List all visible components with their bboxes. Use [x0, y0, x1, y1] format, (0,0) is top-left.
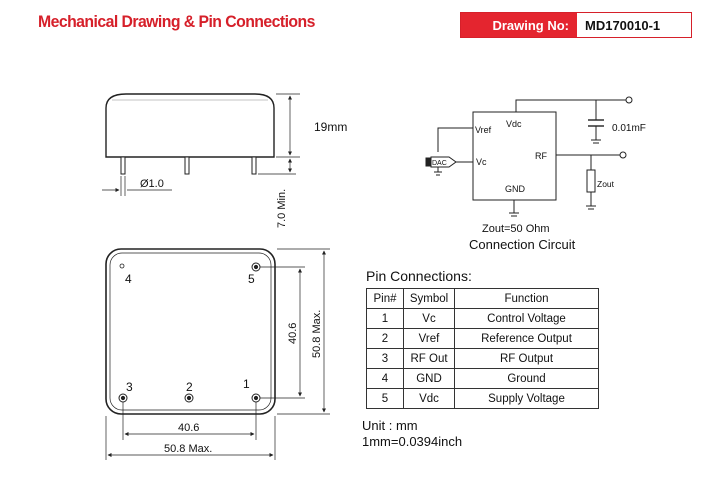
- table-row: 1 Vc Control Voltage: [366, 308, 599, 329]
- vc-pin-label: Vc: [476, 157, 487, 167]
- rf-terminal: [619, 151, 627, 159]
- table-cell: RF Output: [454, 348, 599, 369]
- top-view-body-outer: [105, 248, 276, 415]
- pin-2-marker: [184, 393, 194, 403]
- table-cell: 1: [366, 308, 404, 329]
- table-cell: Supply Voltage: [454, 388, 599, 409]
- drawing-number-label: Drawing No:: [461, 13, 577, 37]
- pin-label-5: 5: [248, 272, 255, 286]
- column-header: Symbol: [403, 288, 455, 309]
- unit-line: Unit : mm: [362, 418, 418, 433]
- zout-resistor-label: Zout: [597, 179, 615, 189]
- pin-label-4: 4: [125, 272, 132, 286]
- side-view-body: [105, 93, 275, 158]
- drawing-number-box: Drawing No: MD170010-1: [460, 12, 692, 38]
- table-cell: GND: [403, 368, 455, 389]
- table-row: 3 RF Out RF Output: [366, 348, 599, 369]
- table-header-row: Pin# Symbol Function: [366, 288, 599, 309]
- table-cell: 4: [366, 368, 404, 389]
- pin-label-3: 3: [126, 380, 133, 394]
- connection-circuit: [425, 96, 633, 217]
- dim-body-width-label: 50.8 Max.: [164, 443, 212, 455]
- table-row: 2 Vref Reference Output: [366, 328, 599, 349]
- column-header: Function: [454, 288, 599, 309]
- units-note: Unit : mm 1mm=0.0394inch: [362, 418, 462, 450]
- pin-label-1: 1: [243, 377, 250, 391]
- drawing-number-value: MD170010-1: [577, 13, 691, 37]
- dim-pin-width-label: 40.6: [178, 422, 199, 434]
- zout-note: Zout=50 Ohm: [482, 223, 550, 235]
- height-dim-label: 19mm: [314, 120, 347, 134]
- dac-label: DAC: [432, 160, 447, 167]
- top-view-body-inner: [109, 252, 272, 411]
- vdc-pin-label: Vdc: [506, 119, 522, 129]
- conversion-line: 1mm=0.0394inch: [362, 434, 463, 449]
- side-pin: [184, 156, 190, 175]
- table-cell: Reference Output: [454, 328, 599, 349]
- table-cell: Vc: [403, 308, 455, 329]
- dim-body-height-label: 50.8 Max.: [311, 310, 323, 358]
- pin-connections-table: Pin# Symbol Function 1 Vc Control Voltag…: [366, 288, 599, 409]
- oscillator-block: [472, 111, 557, 201]
- table-cell: 5: [366, 388, 404, 409]
- pin-connections-title: Pin Connections:: [366, 268, 472, 284]
- table-cell: 3: [366, 348, 404, 369]
- table-cell: Vdc: [403, 388, 455, 409]
- top-view: [105, 248, 330, 460]
- table-cell: Control Voltage: [454, 308, 599, 329]
- pin-4-dot: [119, 263, 125, 269]
- pin-label-2: 2: [186, 380, 193, 394]
- circuit-caption: Connection Circuit: [469, 237, 576, 252]
- page-title: Mechanical Drawing & Pin Connections: [38, 12, 315, 31]
- pin-length-label: 7.0 Min.: [276, 189, 288, 228]
- zout-resistor: [586, 169, 596, 193]
- side-view: [102, 93, 300, 196]
- side-pin: [120, 156, 126, 175]
- rf-pin-label: RF: [535, 151, 547, 161]
- table-cell: 2: [366, 328, 404, 349]
- side-pin: [251, 156, 257, 175]
- vref-pin-label: Vref: [475, 125, 492, 135]
- capacitor-label: 0.01mF: [612, 123, 646, 134]
- table-cell: Vref: [403, 328, 455, 349]
- pin-diameter-label: Ø1.0: [140, 178, 164, 190]
- table-row: 5 Vdc Supply Voltage: [366, 388, 599, 409]
- vdc-terminal: [625, 96, 633, 104]
- dim-pin-height-label: 40.6: [287, 323, 299, 344]
- gnd-pin-label: GND: [505, 184, 526, 194]
- table-row: 4 GND Ground: [366, 368, 599, 389]
- table-cell: Ground: [454, 368, 599, 389]
- table-cell: RF Out: [403, 348, 455, 369]
- column-header: Pin#: [366, 288, 404, 309]
